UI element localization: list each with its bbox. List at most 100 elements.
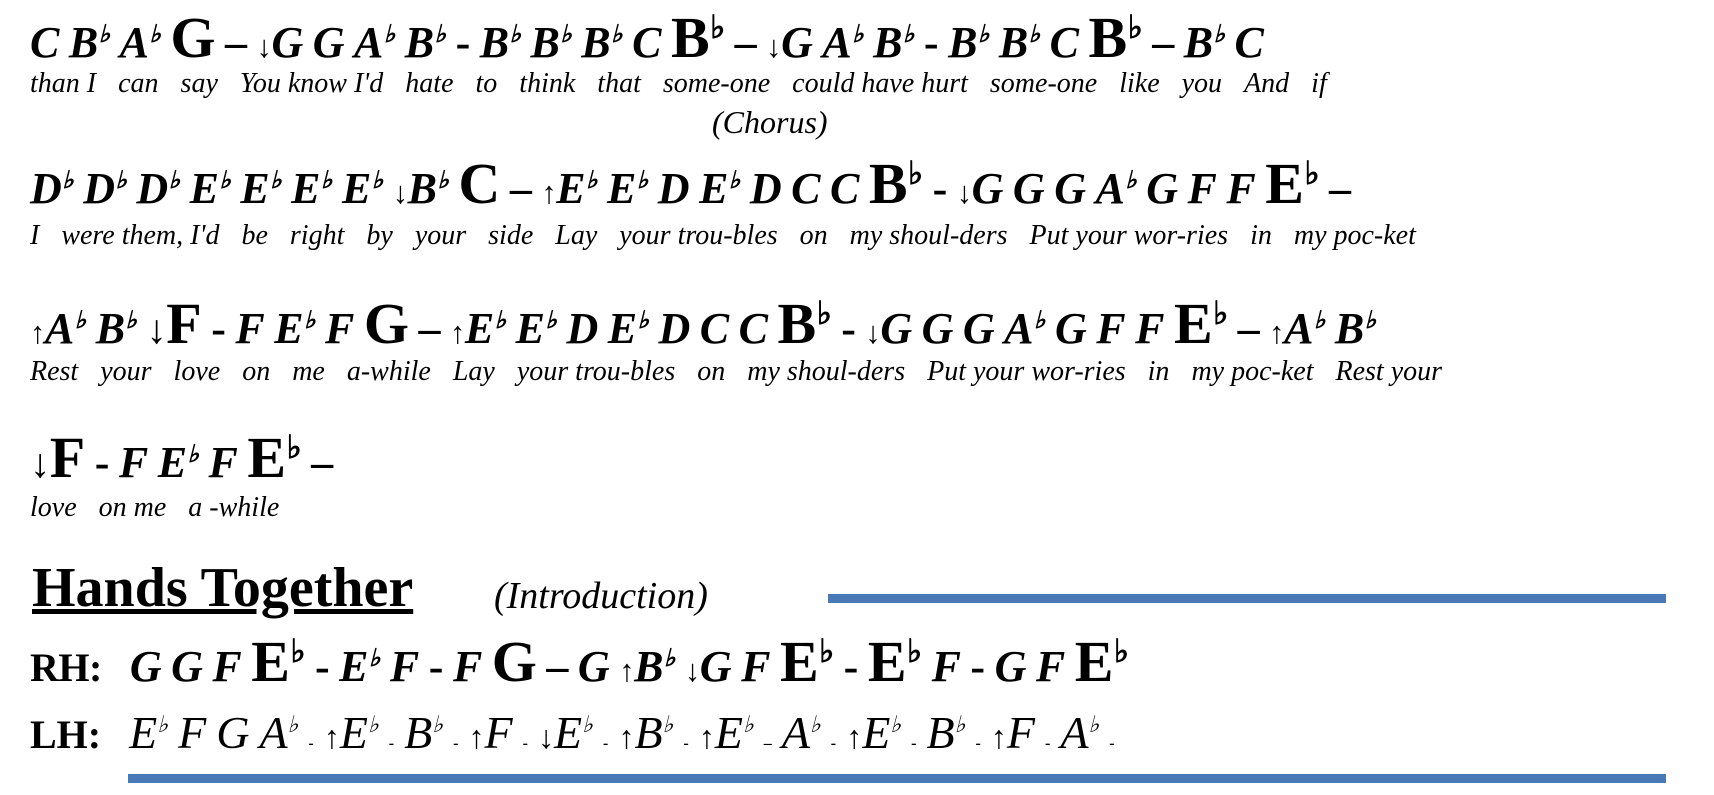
note: ↑E♭ — [846, 707, 902, 758]
note: ↑E♭ — [541, 164, 597, 213]
note: G — [491, 629, 537, 694]
note: B♭ — [948, 18, 989, 67]
note: ↑A♭ — [30, 304, 86, 353]
note: G — [170, 5, 216, 70]
lyric-word: could have hurt — [792, 68, 968, 99]
lyric-word: that — [597, 68, 641, 99]
note: E♭ — [157, 438, 199, 487]
note: B♭ — [1334, 304, 1376, 353]
note: ↑F — [990, 707, 1035, 758]
bottom-rule — [128, 774, 1666, 783]
note: B♭ — [95, 304, 137, 353]
note: G — [994, 642, 1027, 691]
lyric-word: my poc-ket — [1191, 356, 1314, 387]
note: G — [1146, 164, 1178, 213]
lyric-word: in — [1147, 356, 1170, 387]
note: B♭ — [404, 707, 444, 758]
lyric-word: love — [173, 356, 221, 387]
note: B♭ — [581, 18, 623, 67]
note: A♭ — [1004, 304, 1045, 353]
note: B♭ — [1088, 5, 1143, 70]
note: B♭ — [479, 18, 521, 67]
note: ↓F — [146, 291, 202, 356]
note: G — [1054, 304, 1087, 353]
note: ↓G — [766, 18, 813, 67]
note: ↓G — [956, 164, 1004, 213]
lyric-word: to — [475, 68, 498, 99]
lyric-word: can — [118, 68, 159, 99]
note: ↑E♭ — [698, 707, 754, 758]
note: E♭ — [867, 629, 922, 694]
note: A♭ — [822, 18, 864, 67]
note: E♭ — [607, 164, 648, 213]
note: E♭ — [251, 629, 305, 694]
lyric-word: a-while — [346, 356, 431, 387]
note: C — [699, 304, 729, 353]
lyric-word: my shoul-ders — [747, 356, 906, 387]
note: E♭ — [1173, 291, 1228, 356]
note: ↓B♭ — [392, 164, 449, 213]
note: B♭ — [777, 291, 832, 356]
note: C — [1234, 18, 1264, 67]
note: D — [749, 164, 782, 213]
lyric-word: say — [180, 68, 218, 99]
note: – — [734, 18, 757, 67]
note: - — [603, 735, 609, 752]
note: E♭ — [247, 425, 302, 490]
note: - — [211, 304, 226, 353]
note: G — [921, 304, 954, 353]
note: D — [657, 164, 690, 213]
note: B♭ — [873, 18, 914, 67]
note: A♭ — [1095, 164, 1137, 213]
lyric-word: you — [1181, 68, 1223, 99]
lyric-word: by — [366, 220, 393, 251]
note: F — [1135, 304, 1164, 353]
note: G — [1012, 164, 1045, 213]
lyric-word: think — [519, 68, 576, 99]
note: A♭ — [354, 18, 395, 67]
note: - — [1044, 735, 1051, 752]
note: C — [829, 164, 859, 213]
lyric-word: my poc-ket — [1293, 220, 1416, 251]
note: ↓E♭ — [537, 707, 594, 758]
note: – — [1329, 164, 1351, 213]
note: B♭ — [926, 707, 966, 758]
lyric-word: some-one — [662, 68, 771, 99]
note: F — [1187, 164, 1217, 213]
note: B♭ — [1183, 18, 1225, 67]
note: G — [1054, 164, 1086, 213]
lyric-word: Put your wor-ries — [927, 356, 1126, 387]
note: A♭ — [259, 707, 299, 758]
note: – — [418, 304, 440, 353]
note: E♭ — [291, 164, 332, 213]
note: – — [1237, 304, 1260, 353]
note: B♭ — [868, 151, 923, 216]
note: - — [1109, 735, 1115, 752]
note: - — [911, 735, 917, 752]
lyric-word: right — [289, 220, 345, 251]
rh-label: RH: — [30, 645, 102, 690]
note: ↑A♭ — [1269, 304, 1325, 353]
note: F — [325, 304, 354, 353]
note: G — [312, 18, 345, 67]
note: C — [632, 18, 661, 67]
note: ↓G — [256, 18, 304, 67]
lyric-word: some-one — [989, 68, 1098, 99]
lyric-word: Lay — [555, 220, 598, 251]
note: E♭ — [779, 629, 834, 694]
note: F — [931, 642, 961, 691]
note: C — [791, 164, 820, 213]
note: - — [683, 735, 689, 752]
lyric-word: hate — [405, 68, 454, 99]
lyric-word: be — [241, 220, 268, 251]
note: - — [428, 642, 444, 691]
note: ↑B♭ — [618, 707, 674, 758]
